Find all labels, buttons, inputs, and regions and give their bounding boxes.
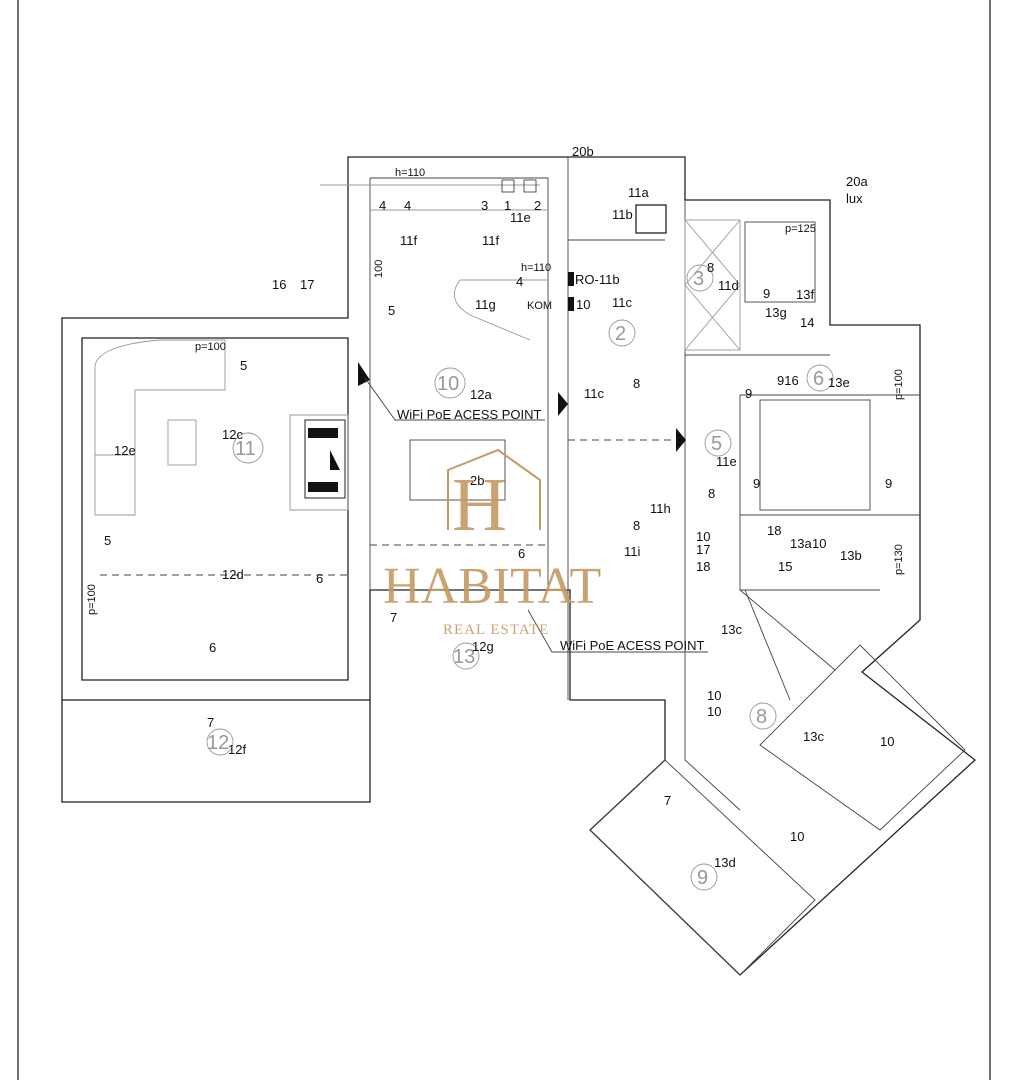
label-outlet: 9 bbox=[763, 286, 770, 301]
label-outlet: 9 bbox=[745, 386, 752, 401]
watermark-tagline: REAL ESTATE bbox=[443, 622, 549, 638]
label-outlet: 8 bbox=[707, 260, 714, 275]
label-outlet: 18 bbox=[696, 559, 710, 574]
label-light: 12g bbox=[472, 639, 494, 654]
label-light: 12c bbox=[222, 427, 243, 442]
label-window-height: p=125 bbox=[785, 223, 816, 235]
label-light: 11g bbox=[475, 297, 496, 312]
label-switch: 5 bbox=[388, 303, 395, 318]
label-light: 11e bbox=[510, 210, 531, 225]
label-socket: 1 bbox=[504, 198, 511, 213]
label-light: 11c bbox=[612, 295, 632, 310]
label-outlet: 15 bbox=[778, 559, 792, 574]
room-6: 6 bbox=[813, 368, 824, 390]
label-light: 13e bbox=[828, 375, 850, 390]
room-13: 13 bbox=[453, 646, 475, 668]
label-socket: 2 bbox=[534, 198, 541, 213]
label-ro: RO-11b bbox=[575, 272, 620, 287]
label-light: 13c bbox=[721, 622, 742, 637]
room-10: 10 bbox=[437, 373, 459, 395]
label-light: 13b bbox=[840, 548, 862, 563]
label-wifi-access-point: WiFi PoE ACESS POINT bbox=[397, 407, 542, 422]
label-outlet: 7 bbox=[664, 793, 671, 808]
label-window-height: p=100 bbox=[195, 341, 226, 353]
label-20b: 20b bbox=[572, 144, 594, 159]
label-outlet: 10 bbox=[790, 829, 804, 844]
label-light: 11a bbox=[628, 185, 649, 200]
label-light: 11c bbox=[584, 386, 604, 401]
label-outlet: 10 bbox=[812, 536, 826, 551]
label-light: 12d bbox=[222, 567, 244, 582]
label-switch: 5 bbox=[104, 533, 111, 548]
label-window-height: p=100 bbox=[893, 369, 905, 400]
label-light: 13c bbox=[803, 729, 824, 744]
room-12: 12 bbox=[207, 732, 229, 754]
label-light: 13d bbox=[714, 855, 736, 870]
room-3: 3 bbox=[693, 268, 704, 290]
label-outlet: 9 bbox=[885, 476, 892, 491]
room-2: 2 bbox=[615, 323, 626, 345]
label-light: 11h bbox=[650, 501, 671, 516]
room-numbers: 2 3 5 6 8 9 10 11 12 13 bbox=[206, 264, 834, 891]
label-outlet: 10 bbox=[880, 734, 894, 749]
label-switch: 11b bbox=[612, 207, 633, 222]
room-9: 9 bbox=[697, 867, 708, 889]
label-outlet: 8 bbox=[633, 518, 640, 533]
label-socket: 10 bbox=[576, 297, 590, 312]
label-light: 11e bbox=[716, 454, 737, 469]
label-outlet: 6 bbox=[518, 546, 525, 561]
label-light: 12e bbox=[114, 443, 136, 458]
label-lux: lux bbox=[846, 191, 863, 206]
label-outlet: 10 bbox=[707, 704, 721, 719]
room-11: 11 bbox=[235, 438, 256, 460]
label-socket: 3 bbox=[481, 198, 488, 213]
label-light: 13a bbox=[790, 536, 812, 551]
label-window-height: 100 bbox=[373, 260, 385, 278]
label-outlet: 16 bbox=[272, 277, 286, 292]
label-outlet: 916 bbox=[777, 373, 799, 388]
label-light: 11d bbox=[718, 278, 739, 293]
label-socket: 4 bbox=[516, 274, 523, 289]
watermark-logo: H bbox=[452, 463, 507, 547]
label-light: 2b bbox=[470, 473, 484, 488]
label-outlet: 6 bbox=[316, 571, 323, 586]
label-outlet: 8 bbox=[633, 376, 640, 391]
label-socket: 4 bbox=[404, 198, 411, 213]
label-light: 11f bbox=[400, 233, 417, 248]
label-window-height: p=130 bbox=[893, 544, 905, 575]
label-outlet: 14 bbox=[800, 315, 814, 330]
label-socket: 4 bbox=[379, 198, 386, 213]
label-light: 12f bbox=[228, 742, 246, 757]
label-outlet: 17 bbox=[696, 542, 710, 557]
label-kom: KOM bbox=[527, 300, 552, 312]
label-outlet: 10 bbox=[696, 529, 710, 544]
label-outlet: 6 bbox=[209, 640, 216, 655]
label-switch: 5 bbox=[240, 358, 247, 373]
label-outlet: 8 bbox=[708, 486, 715, 501]
label-light: 13g bbox=[765, 305, 787, 320]
label-window-height: p=100 bbox=[86, 584, 98, 615]
label-h110: h=110 bbox=[395, 167, 425, 179]
label-outlet: 10 bbox=[707, 688, 721, 703]
label-outlet: 7 bbox=[390, 610, 397, 625]
label-light: 12a bbox=[470, 387, 492, 402]
room-8: 8 bbox=[756, 706, 767, 728]
label-outlet: 7 bbox=[207, 715, 214, 730]
habitat-watermark: H HABITAT REAL ESTATE bbox=[383, 448, 601, 638]
label-outlet: 18 bbox=[767, 523, 781, 538]
label-wifi-access-point: WiFi PoE ACESS POINT bbox=[560, 638, 705, 653]
label-light: 13f bbox=[796, 287, 814, 302]
label-outlet: 17 bbox=[300, 277, 314, 292]
walls bbox=[61, 156, 977, 976]
watermark-brand: HABITAT bbox=[383, 558, 601, 615]
symbol-labels: 20b 20a lux h=110 4 4 3 1 2 11e 11a 11b … bbox=[86, 144, 905, 870]
label-light: 11f bbox=[482, 233, 499, 248]
label-outlet: 9 bbox=[753, 476, 760, 491]
label-light: 11i bbox=[624, 544, 640, 559]
label-h110: h=110 bbox=[521, 262, 551, 274]
room-5: 5 bbox=[711, 433, 722, 455]
label-20a: 20a bbox=[846, 174, 868, 189]
